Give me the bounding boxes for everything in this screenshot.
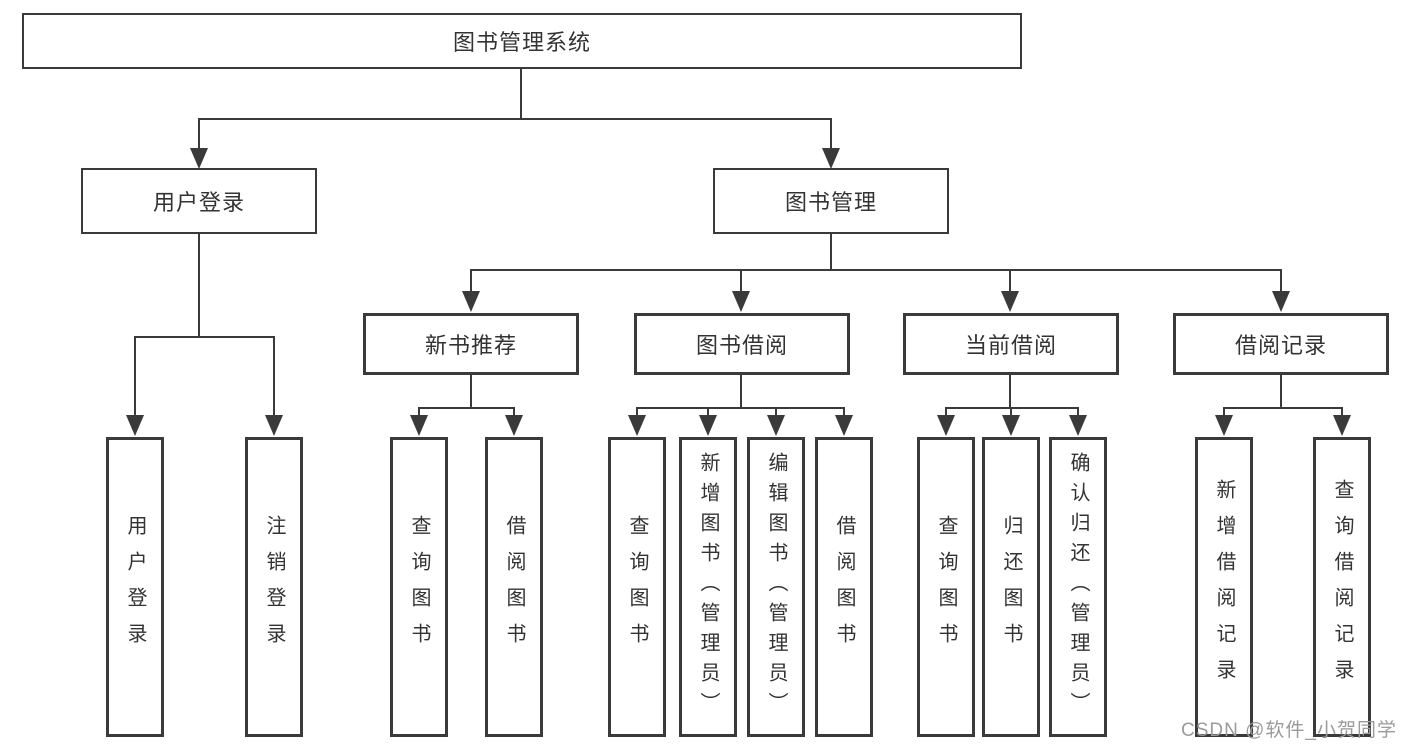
arrow-down-icon: [937, 415, 955, 436]
csdn-watermark: CSDN @软件_小贺同学: [1181, 720, 1397, 741]
arrow-down-icon: [462, 291, 480, 312]
connector-cur-stem: [1009, 375, 1011, 408]
leaf-record-add: 新增借阅记录: [1195, 437, 1253, 737]
connector-lvl3-shaft: [740, 269, 742, 292]
node-label: 编辑图书（管理员）: [765, 452, 787, 722]
connector-lvl3-shaft: [1009, 269, 1011, 292]
node-label: 图书管理系统: [452, 30, 591, 55]
connector-recd-stem: [1280, 375, 1282, 408]
leaf-cur-query-books: 查询图书: [917, 437, 975, 737]
node-label: 图书管理: [784, 190, 877, 215]
node-label: 注销登录: [263, 515, 285, 659]
leaf-rec-query-books: 查询图书: [390, 437, 448, 737]
arrow-down-icon: [1333, 415, 1351, 436]
arrow-down-icon: [699, 415, 717, 436]
arrow-down-icon: [732, 291, 750, 312]
connector-leaf-shaft: [513, 407, 515, 419]
arrow-down-icon: [1272, 291, 1290, 312]
node-label: 新增图书（管理员）: [697, 452, 719, 722]
node-label: 查询借阅记录: [1331, 479, 1353, 695]
node-borrow-records: 借阅记录: [1173, 313, 1389, 375]
arrow-down-icon: [767, 415, 785, 436]
connector-leaf-shaft: [1077, 407, 1079, 419]
arrow-down-icon: [1001, 291, 1019, 312]
arrow-down-icon: [835, 415, 853, 436]
arrow-down-icon: [410, 415, 428, 436]
arrow-down-icon: [505, 415, 523, 436]
connector-bor-stem: [740, 375, 742, 408]
connector-leaf-shaft: [1341, 407, 1343, 419]
node-current-borrowing: 当前借阅: [903, 313, 1119, 375]
node-label: 借阅记录: [1234, 333, 1327, 358]
connector-bookmgmt-stem: [830, 234, 832, 270]
connector-rec-bar: [418, 407, 515, 409]
connector-leaf-shaft: [418, 407, 420, 419]
connector-leaf-shaft: [273, 336, 275, 416]
node-label: 查询图书: [935, 515, 957, 659]
node-library-management-system: 图书管理系统: [22, 13, 1022, 69]
node-label: 借阅图书: [833, 515, 855, 659]
connector-leaf-shaft: [843, 407, 845, 419]
connector-leaf-shaft: [775, 407, 777, 419]
connector-leaf-shaft: [1223, 407, 1225, 419]
connector-bookmgmt-shaft: [830, 118, 832, 151]
node-label: 用户登录: [124, 515, 146, 659]
connector-rec-stem: [470, 375, 472, 408]
node-book-management: 图书管理: [713, 168, 949, 234]
node-label: 新增借阅记录: [1213, 479, 1235, 695]
arrow-down-icon: [1002, 415, 1020, 436]
leaf-bor-add-books-admin: 新增图书（管理员）: [679, 437, 737, 737]
node-new-book-recommend: 新书推荐: [363, 313, 579, 375]
connector-bookmgmt-bar: [470, 269, 1282, 271]
leaf-record-query: 查询借阅记录: [1313, 437, 1371, 737]
leaf-cur-confirm-return-admin: 确认归还（管理员）: [1049, 437, 1107, 737]
connector-leaf-shaft: [636, 407, 638, 419]
node-label: 确认归还（管理员）: [1067, 452, 1089, 722]
node-label: 用户登录: [152, 190, 245, 215]
leaf-bor-query-books: 查询图书: [608, 437, 666, 737]
leaf-bor-edit-books-admin: 编辑图书（管理员）: [747, 437, 805, 737]
node-label: 当前借阅: [964, 333, 1057, 358]
node-book-borrowing: 图书借阅: [634, 313, 850, 375]
leaf-rec-borrow-books: 借阅图书: [485, 437, 543, 737]
connector-leaf-shaft: [134, 336, 136, 416]
arrow-down-icon: [265, 415, 283, 436]
node-label: 查询图书: [408, 515, 430, 659]
arrow-down-icon: [1069, 415, 1087, 436]
arrow-down-icon: [190, 148, 208, 169]
connector-leaf-shaft: [707, 407, 709, 419]
node-label: 借阅图书: [503, 515, 525, 659]
connector-userlogin-shaft: [198, 118, 200, 151]
connector-lvl3-shaft: [470, 269, 472, 292]
leaf-cur-return-books: 归还图书: [982, 437, 1040, 737]
arrow-down-icon: [1215, 415, 1233, 436]
node-label: 查询图书: [626, 515, 648, 659]
connector-userlogin-stem: [198, 234, 200, 337]
node-label: 新书推荐: [424, 333, 517, 358]
connector-lvl3-shaft: [1280, 269, 1282, 292]
leaf-bor-borrow-books: 借阅图书: [815, 437, 873, 737]
arrow-down-icon: [822, 148, 840, 169]
node-label: 归还图书: [1000, 515, 1022, 659]
leaf-user-login: 用户登录: [106, 437, 164, 737]
leaf-logout: 注销登录: [245, 437, 303, 737]
arrow-down-icon: [628, 415, 646, 436]
connector-userlogin-bar: [134, 336, 275, 338]
node-user-login: 用户登录: [81, 168, 317, 234]
connector-leaf-shaft: [1010, 407, 1012, 419]
arrow-down-icon: [126, 415, 144, 436]
connector-cur-bar: [945, 407, 1079, 409]
connector-root-stem: [520, 69, 522, 118]
connector-root-bar: [198, 118, 832, 120]
connector-leaf-shaft: [945, 407, 947, 419]
connector-recd-bar: [1223, 407, 1343, 409]
connector-bor-bar: [636, 407, 845, 409]
node-label: 图书借阅: [695, 333, 788, 358]
